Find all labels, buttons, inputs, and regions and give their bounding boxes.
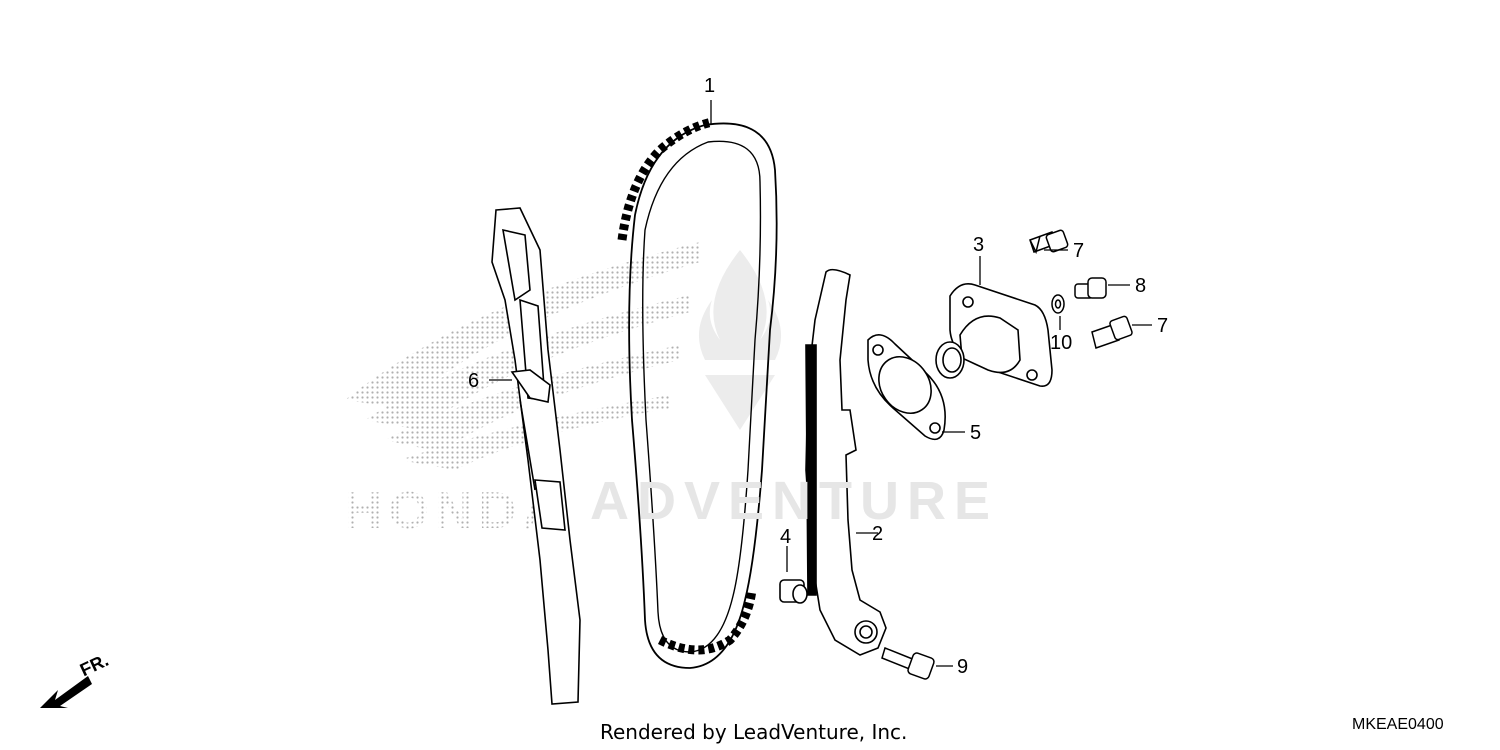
cam-chain-tensioner-arm [805,268,887,656]
callout-3: 3 [973,234,985,256]
footer-credit: Rendered by LeadVenture, Inc. [600,720,908,744]
callout-4: 4 [780,526,792,548]
diagram-code: MKEAE0400 [1352,716,1444,733]
callout-10: 10 [1050,332,1073,354]
cam-chain [617,117,778,669]
callout-9: 9 [957,656,969,678]
tensioner-gasket [867,334,946,441]
leadventure-flame-watermark [698,250,782,430]
leader-lines [489,100,1152,667]
callout-5: 5 [970,422,982,444]
bolt-7-top [1029,229,1069,255]
front-direction-arrow [40,676,92,708]
callout-8: 8 [1135,275,1147,297]
bolt-7-lower [1091,315,1133,349]
bolt-9 [881,646,935,680]
watermark-text: ADVENTURE [590,471,999,531]
callout-7-top: 7 [1073,240,1085,262]
callout-7-lower: 7 [1157,315,1169,337]
callout-6: 6 [468,370,480,392]
cam-chain-tensioner-lifter [935,283,1053,387]
collar [779,579,808,604]
callout-2: 2 [872,523,884,545]
cam-chain-guide [491,207,581,705]
svg-text:HONDA: HONDA [345,482,566,540]
callout-1: 1 [704,75,716,97]
bolt-8 [1074,277,1107,299]
washer-10 [1051,294,1065,314]
